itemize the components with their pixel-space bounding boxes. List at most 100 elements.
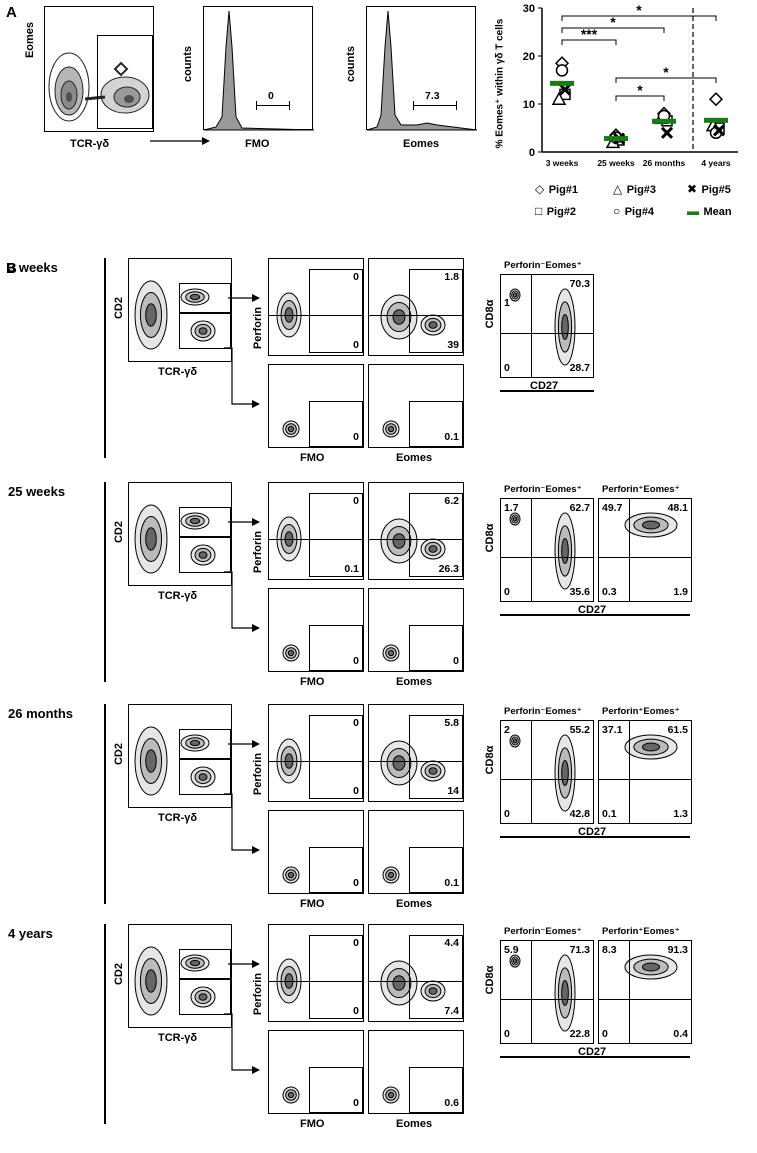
eomes-top-value: 4.4 bbox=[444, 937, 459, 949]
subset-title: Perforin⁺Eomes⁺ bbox=[602, 706, 680, 717]
row-bracket bbox=[104, 258, 106, 458]
fmo-axis-label: FMO bbox=[300, 676, 325, 688]
fmo-axis-label: FMO bbox=[300, 898, 325, 910]
cd27-underline bbox=[500, 614, 690, 616]
cd27-axis-label: CD27 bbox=[530, 380, 559, 392]
gate-arrow bbox=[150, 137, 210, 145]
eomes-top-value: 5.8 bbox=[444, 717, 459, 729]
quadrant-tl: 1.7 bbox=[504, 502, 519, 514]
fmo-lower-value: 0 bbox=[353, 655, 359, 667]
significance-bracket bbox=[561, 15, 717, 21]
fmo-lower-gate bbox=[309, 847, 363, 893]
fmo-bottom-value: 0 bbox=[353, 785, 359, 797]
cd2-axis-label: CD2 bbox=[113, 521, 125, 544]
fmo-plot-lower: 0 bbox=[268, 1030, 364, 1114]
cd8a-axis-label: CD8α bbox=[484, 745, 496, 775]
eomes-bottom-value: 26.3 bbox=[438, 563, 459, 575]
quadrant-tl: 37.1 bbox=[602, 724, 623, 736]
mean-bar bbox=[704, 117, 728, 123]
quadrant-bl: 0 bbox=[602, 1028, 608, 1040]
eomes-plot-lower: 0.1 bbox=[368, 810, 464, 894]
tcr-axis-label: TCR-γδ bbox=[158, 812, 198, 824]
cd2-low-gate bbox=[179, 979, 231, 1015]
eomes-quadrant-gate bbox=[409, 269, 463, 353]
cd2-tcr-plot bbox=[128, 482, 232, 586]
cd8a-axis-label: CD8α bbox=[484, 299, 496, 329]
cd27-underline bbox=[500, 390, 594, 392]
gate-arrows bbox=[224, 518, 260, 632]
fmo-lower-value: 0 bbox=[353, 1097, 359, 1109]
quadrant-tl: 49.7 bbox=[602, 502, 623, 514]
perforin-axis-label: Perforin bbox=[252, 752, 264, 796]
cd2-axis-label: CD2 bbox=[113, 297, 125, 320]
fmo-plot-lower: 0 bbox=[268, 364, 364, 448]
legend-item: □ Pig#2 bbox=[535, 204, 577, 218]
eomes-plot-lower: 0.1 bbox=[368, 364, 464, 448]
hist2-gate-value: 7.3 bbox=[425, 90, 440, 102]
age-label: 26 months bbox=[8, 706, 74, 721]
eomes-bottom-value: 7.4 bbox=[444, 1005, 459, 1017]
fmo-bottom-value: 0.1 bbox=[344, 563, 359, 575]
cd27-axis-label: CD27 bbox=[578, 1046, 607, 1058]
mean-bar bbox=[604, 136, 628, 142]
cd8a-axis-label: CD8α bbox=[484, 965, 496, 995]
hist1-gate bbox=[256, 105, 290, 106]
cd2-axis-label: CD2 bbox=[113, 743, 125, 766]
eomes-lower-gate bbox=[409, 625, 463, 671]
fmo-lower-value: 0 bbox=[353, 877, 359, 889]
significance-mark: * bbox=[610, 14, 616, 30]
eomes-lower-value: 0.6 bbox=[444, 1097, 459, 1109]
quadrant-tr: 62.7 bbox=[569, 502, 590, 514]
cd8a-axis-label: CD8α bbox=[484, 523, 496, 553]
fmo-top-value: 0 bbox=[353, 495, 359, 507]
y-tick-label: 30 bbox=[523, 3, 535, 15]
subset-title: Perforin⁻Eomes⁺ bbox=[504, 260, 582, 271]
panel-letter-a: A bbox=[6, 4, 17, 21]
perforin-axis-label: Perforin bbox=[252, 306, 264, 350]
quadrant-tr: 48.1 bbox=[667, 502, 688, 514]
cd27-axis-label: CD27 bbox=[578, 604, 607, 616]
fmo-quadrant-gate bbox=[309, 493, 363, 577]
x-tick-label: 25 weeks bbox=[597, 158, 635, 168]
fmo-plot-lower: 0 bbox=[268, 588, 364, 672]
significance-mark: * bbox=[636, 2, 642, 18]
eomes-axis-label: Eomes bbox=[396, 1118, 433, 1130]
quadrant-bl: 0 bbox=[504, 362, 510, 374]
x-tick-label: 3 weeks bbox=[546, 158, 579, 168]
gate-arrows bbox=[224, 960, 260, 1074]
quadrant-bl: 0.3 bbox=[602, 586, 617, 598]
age-label: 3 weeks bbox=[8, 260, 58, 275]
tcr-gate bbox=[97, 35, 153, 129]
eomes-quadrant-gate bbox=[409, 935, 463, 1019]
subset-title: Perforin⁻Eomes⁺ bbox=[504, 484, 582, 495]
row-bracket bbox=[104, 924, 106, 1124]
point-pig4 bbox=[555, 64, 569, 77]
significance-bracket bbox=[615, 95, 665, 101]
significance-mark: * bbox=[637, 82, 643, 98]
quadrant-tl-alt: 1 bbox=[504, 297, 510, 309]
eomes-lower-value: 0 bbox=[453, 655, 459, 667]
fmo-top-value: 0 bbox=[353, 271, 359, 283]
fmo-axis-label: FMO bbox=[300, 452, 325, 464]
fmo-lower-value: 0 bbox=[353, 431, 359, 443]
fmo-top-value: 0 bbox=[353, 937, 359, 949]
fmo-plot-lower: 0 bbox=[268, 810, 364, 894]
quadrant-br: 0.4 bbox=[673, 1028, 688, 1040]
fmo-bottom-value: 0 bbox=[353, 339, 359, 351]
perforin-axis-label: Perforin bbox=[252, 530, 264, 574]
quadrant-bl: 0.1 bbox=[602, 808, 617, 820]
x-tick-label: 4 years bbox=[701, 158, 731, 168]
hist1-gate-value: 0 bbox=[268, 90, 274, 102]
eomes-axis-label: Eomes bbox=[396, 898, 433, 910]
fmo-lower-gate bbox=[309, 1067, 363, 1113]
quadrant-bl: 0 bbox=[504, 1028, 510, 1040]
eomes-lower-gate bbox=[409, 1067, 463, 1113]
quadrant-br: 1.3 bbox=[673, 808, 688, 820]
